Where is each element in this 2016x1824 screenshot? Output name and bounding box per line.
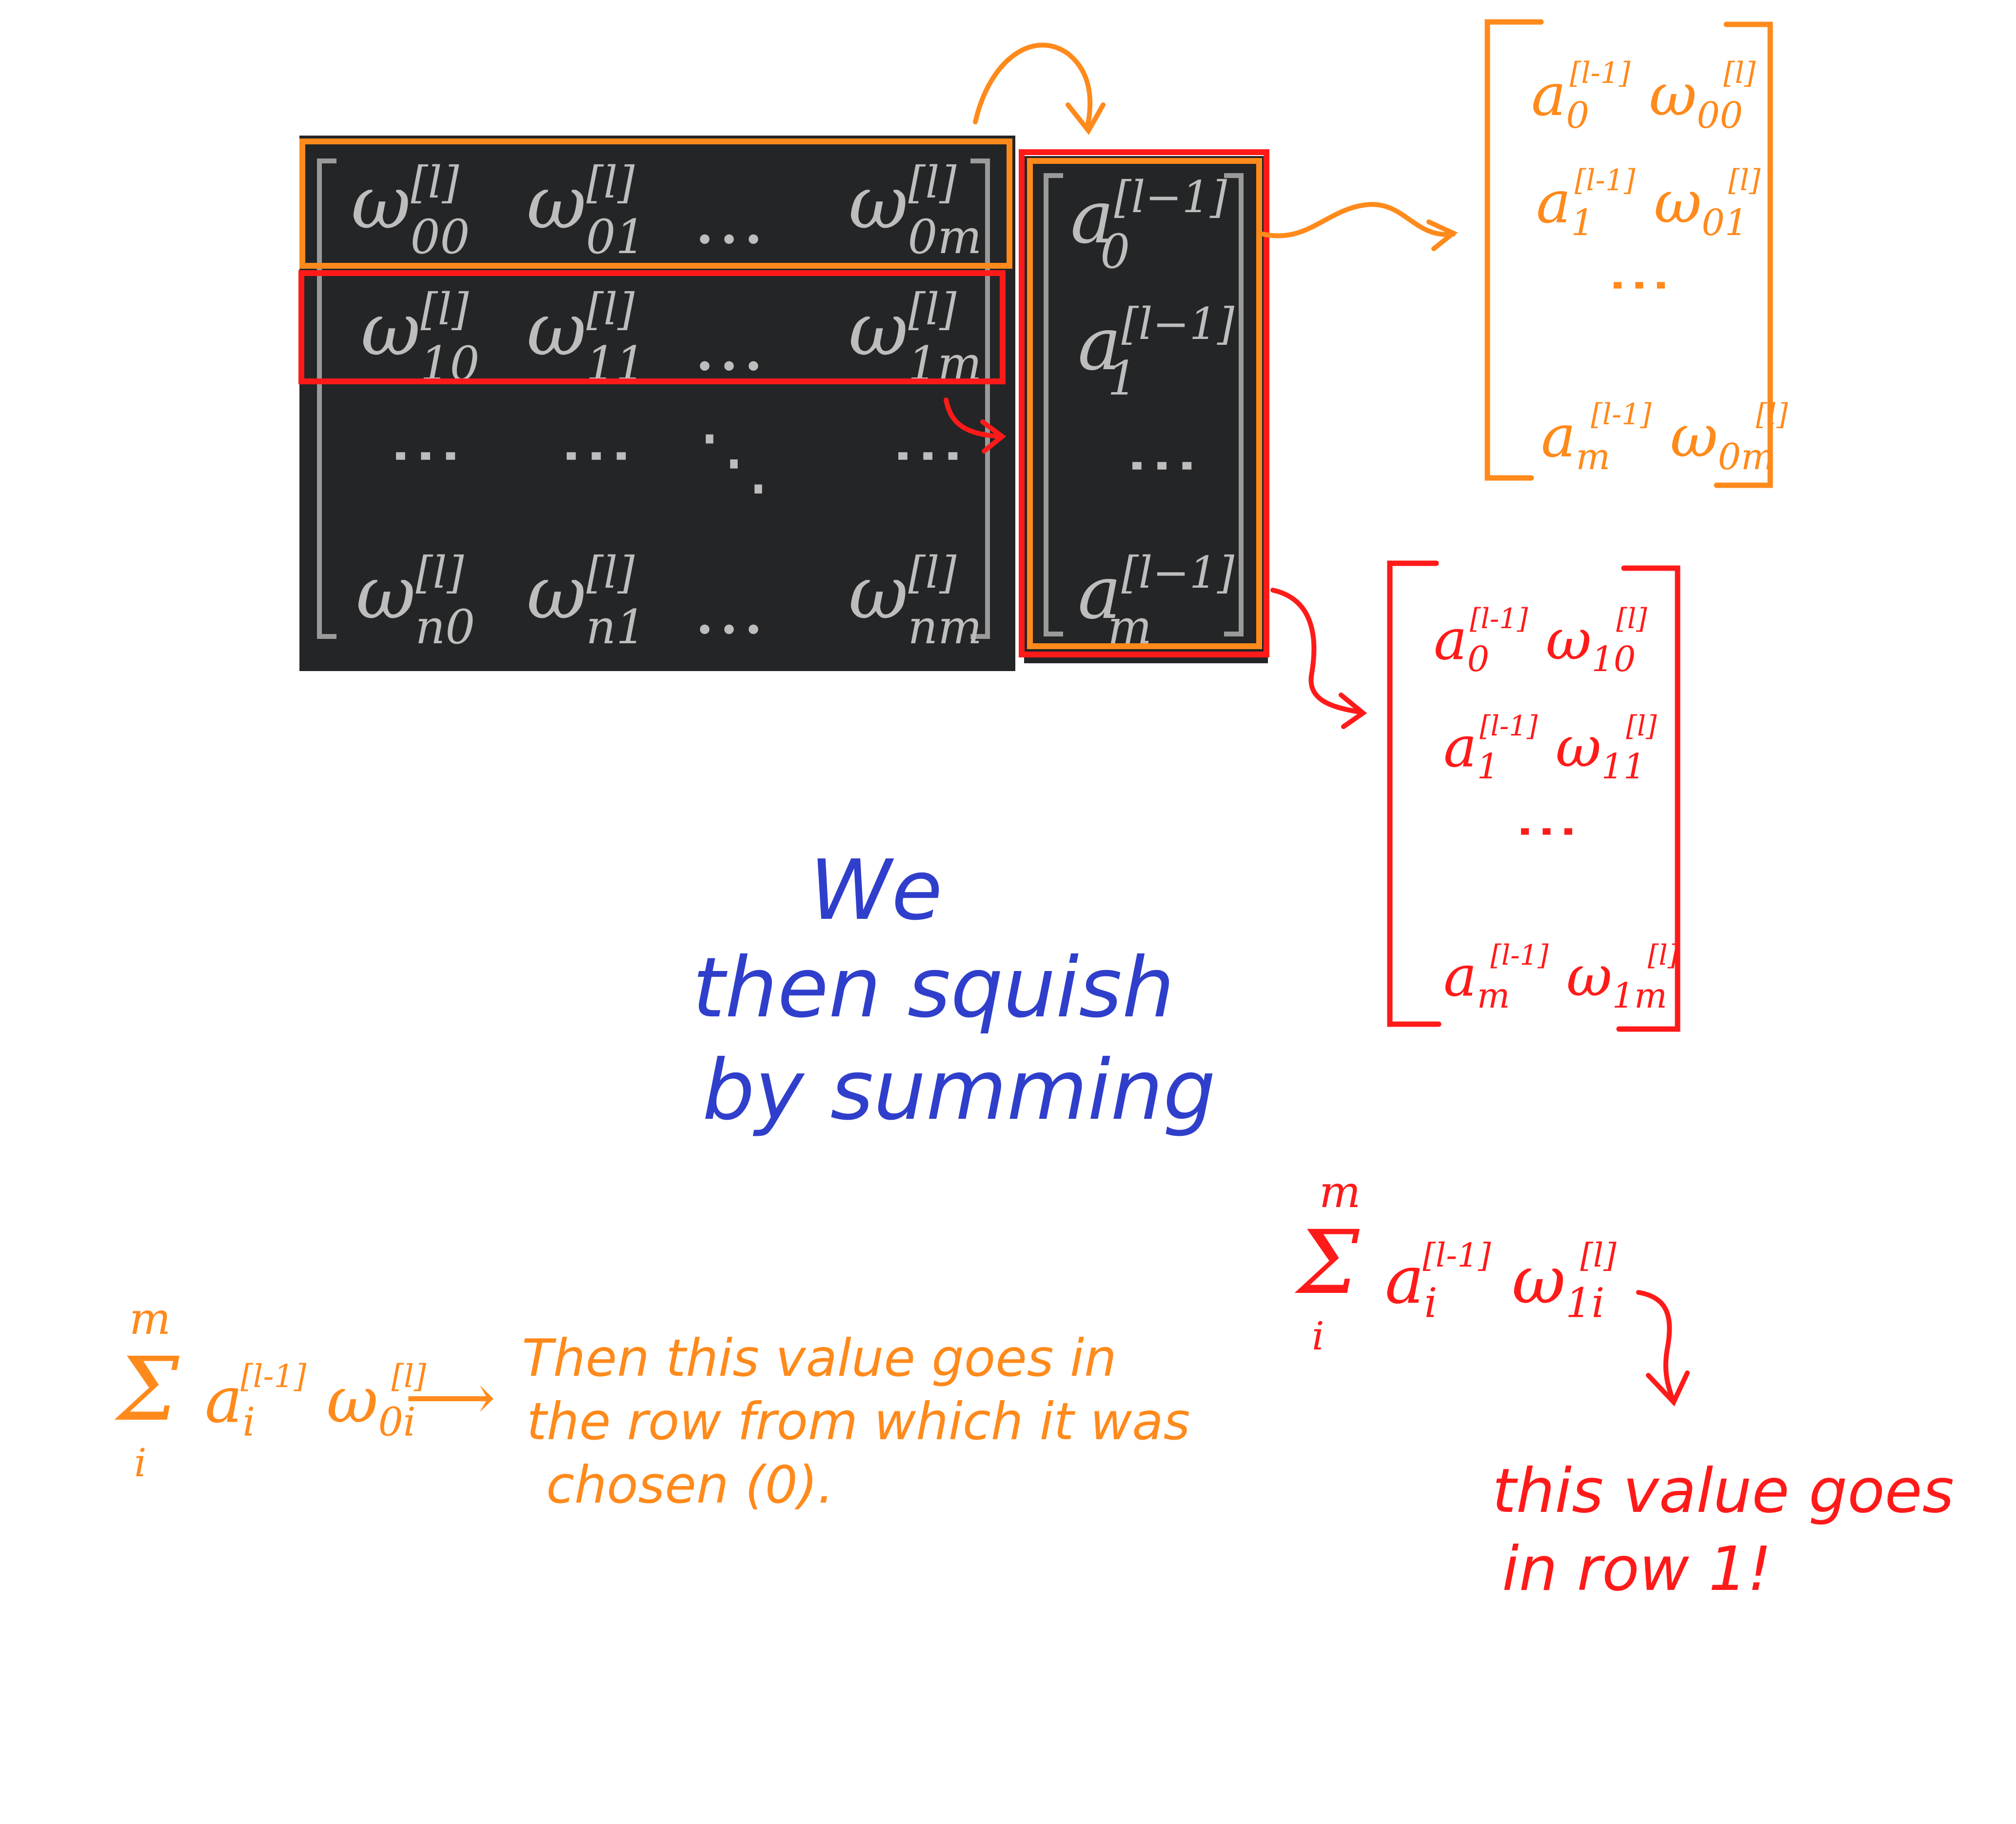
w-n0: ω[l]n0 [356,547,475,654]
red-sum-upper: m [1319,1167,1361,1218]
orange-text-line1: Then this value goes in [522,1328,1117,1388]
orange-arrow-top [973,42,1093,129]
vdots-colm: ⋮ [888,419,972,497]
orange-sum-term: ai[l-1] ω0i[l] [205,1358,427,1446]
a-m: a[l−1]m [1078,547,1235,654]
ddots: ⋱ [697,419,777,504]
red-text-line2: in row 1! [1502,1534,1772,1605]
red-text-line1: this value goes [1492,1456,1954,1527]
orange-result-row0: a0[l-1] ω00[l] [1531,56,1756,137]
w-01: ω[l]01 [527,157,646,264]
vdots-col1: ⋮ [556,419,641,497]
orange-sum-upper: m [129,1293,171,1345]
blue-note-line1: We [810,842,943,939]
red-arrow-result [1270,588,1363,714]
red-vector-highlight [1019,149,1269,657]
a-vdots: ⋮ [1122,429,1206,507]
vdots-col0: ⋮ [385,419,470,497]
red-result-vdots: ⋮ [1512,800,1586,868]
orange-row-highlight [299,139,1012,269]
orange-result-rowm: am[l-1] ω0m[l] [1541,397,1788,478]
red-result-row0: a0[l-1] ω10[l] [1434,602,1647,680]
orange-text-line2: the row from which it was [527,1392,1190,1451]
weight-matrix-panel [299,136,1015,671]
orange-result-row1: a1[l-1] ω01[l] [1536,163,1761,244]
w-11: ω[l]11 [527,284,646,391]
orange-sum-arrow: ⟶ [405,1360,496,1434]
red-result-rowm: am[l-1] ω1m[l] [1443,939,1679,1016]
blue-note-line3: by summing [702,1042,1216,1139]
hdots-row1: … [692,302,772,387]
orange-vector-highlight [1027,158,1262,649]
w-00: ω[l]00 [351,157,470,264]
orange-result-vdots: ⋮ [1604,254,1679,322]
red-sum-lower: i [1312,1313,1324,1359]
red-row-highlight [298,270,1006,384]
hdots-row0: … [692,176,772,260]
w-nm: ω[l]nm [849,547,983,654]
orange-sum-lower: i [134,1440,147,1486]
orange-text-line3: chosen (0). [546,1455,834,1515]
red-arrow-row1 [944,397,1002,439]
a-0: a[l−1]0 [1070,172,1227,279]
activation-vector-panel [1024,156,1268,663]
red-result-row1: a1[l-1] ω11[l] [1443,710,1657,787]
hdots-rown: … [692,566,772,651]
red-result-brackets [1387,560,1442,1027]
w-0m: ω[l]0m [849,157,982,264]
red-sum-term: ai[l-1] ω1i[l] [1385,1236,1617,1327]
orange-arrow-result [1261,202,1456,238]
w-n1: ω[l]n1 [527,547,646,654]
orange-result-brackets [1484,19,1544,481]
blue-note-line2: then squish [692,940,1175,1036]
a-1: a[l−1]1 [1078,298,1235,406]
red-sum-sigma: Σ [1297,1212,1360,1314]
red-sum-arrow [1636,1290,1675,1402]
orange-sum-sigma: Σ [117,1339,179,1441]
